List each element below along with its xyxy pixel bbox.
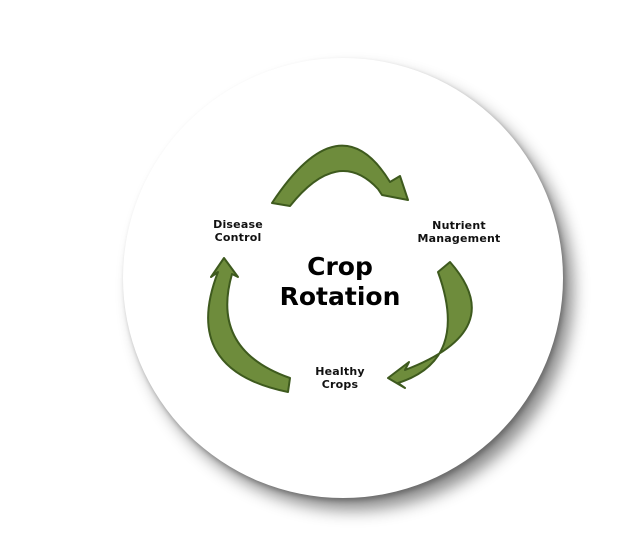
background-circle [123, 58, 563, 498]
arrow-top [271, 144, 409, 207]
arrow-right [387, 261, 473, 389]
node-healthy-crops-line1: Healthy [315, 365, 365, 378]
node-nutrient-management-line2: Management [417, 231, 501, 245]
node-disease-control: Disease Control [188, 218, 288, 244]
arrow-left [207, 257, 291, 393]
node-nutrient-management-line1: Nutrient [432, 219, 486, 232]
node-healthy-crops: Healthy Crops [300, 365, 380, 391]
title-line-1: Crop [307, 252, 373, 281]
center-title: Crop Rotation [240, 252, 440, 312]
node-disease-control-line1: Disease [213, 218, 263, 231]
node-healthy-crops-line2: Crops [321, 377, 359, 391]
node-nutrient-management: Nutrient Management [404, 219, 514, 245]
title-line-2: Rotation [279, 282, 401, 311]
node-disease-control-line2: Control [214, 230, 262, 244]
